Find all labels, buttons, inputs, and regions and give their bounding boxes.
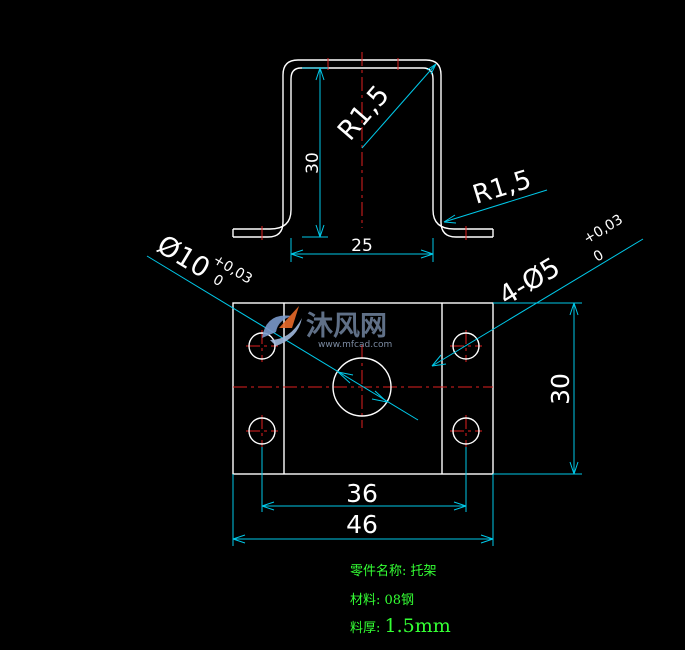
center-hole — [332, 357, 392, 417]
hole-spacing-label: 36 — [346, 479, 378, 508]
top-height-label: 30 — [303, 152, 323, 174]
note-thickness-label: 料厚: — [350, 621, 385, 636]
dimension-inner-radius: R1,5 — [332, 63, 437, 149]
center-hole-tol-lower: 0 — [210, 272, 226, 290]
watermark-mark-icon — [262, 306, 302, 346]
small-holes-tol-upper: +0,03 — [581, 212, 626, 248]
watermark-url: www.mfcad.com — [318, 340, 392, 350]
dimension-top-height: 30 — [302, 67, 328, 238]
plate-width-label: 46 — [346, 510, 378, 539]
note-part-name: 零件名称: 托架 — [350, 563, 437, 579]
dimension-hole-spacing: 36 — [261, 447, 467, 512]
dimension-small-holes: 4-Ø5 +0,03 0 — [431, 212, 644, 367]
center-hole-label: Ø10 — [151, 229, 215, 284]
top-width-label: 25 — [351, 236, 373, 256]
note-thickness-value: 1.5mm — [385, 615, 451, 637]
drawing-notes: 零件名称: 托架 材料: 08钢 料厚: 1.5mm — [350, 563, 451, 637]
small-hole-bottom-right — [452, 417, 480, 445]
dimension-plate-height: 30 — [493, 302, 582, 475]
watermark-logo: 沐风网 www.mfcad.com — [262, 306, 392, 350]
note-thickness: 料厚: 1.5mm — [350, 615, 451, 637]
note-material: 材料: 08钢 — [350, 593, 414, 608]
bracket-inner-outline — [233, 67, 493, 230]
dimension-plate-width: 46 — [232, 474, 494, 546]
plate-view: Ø10 +0,03 0 4-Ø5 +0,03 0 30 36 — [146, 212, 644, 546]
bracket-profile-view: 30 25 R1,5 R1,5 — [232, 52, 548, 262]
inner-radius-label: R1,5 — [332, 80, 396, 147]
dimension-top-width: 25 — [290, 236, 434, 262]
plate-outline — [232, 302, 494, 475]
small-hole-bottom-left — [248, 417, 276, 445]
small-hole-top-right — [452, 332, 480, 360]
watermark-brand: 沐风网 — [306, 311, 387, 342]
small-hole-top-left — [248, 332, 276, 360]
bracket-outer-outline — [233, 59, 493, 238]
plate-height-label: 30 — [546, 373, 575, 405]
dimension-outer-radius: R1,5 — [443, 165, 548, 224]
